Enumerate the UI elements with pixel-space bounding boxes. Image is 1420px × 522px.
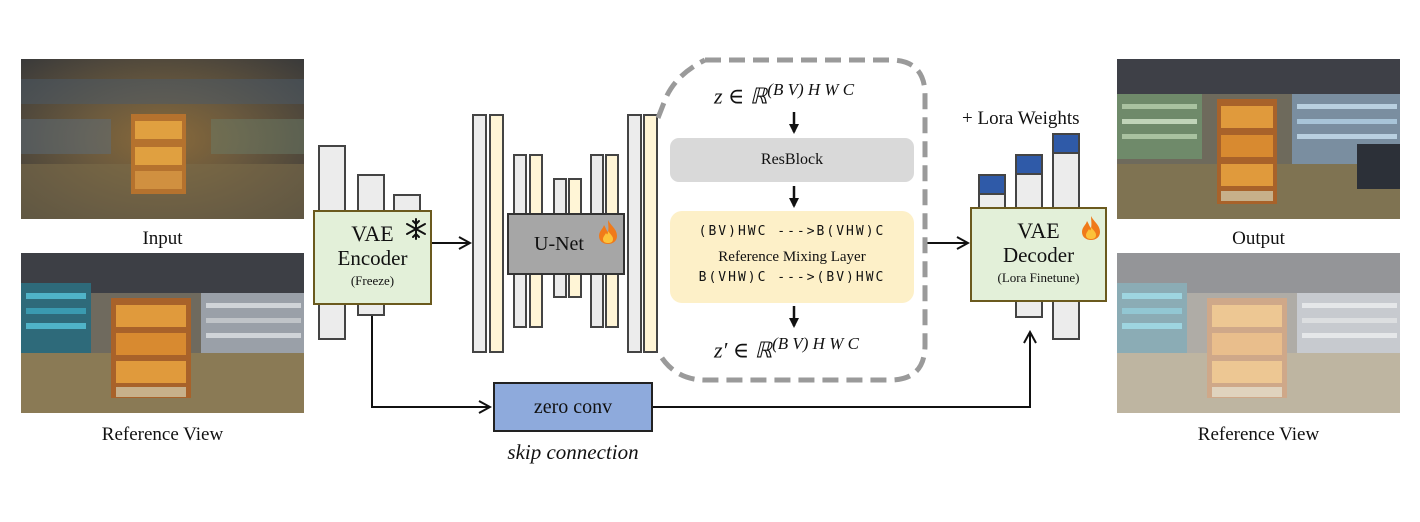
mixing-line-1: (BV)HWC --->B(VHW)C bbox=[698, 224, 886, 239]
output-latent-text: z′ ∈ ℝ bbox=[714, 337, 773, 363]
input-latent-text: z ∈ ℝ bbox=[714, 83, 768, 109]
input-image bbox=[21, 59, 304, 219]
output-latent-equation: z′ ∈ ℝ(B V) H W C bbox=[714, 334, 914, 363]
zero-conv-box: zero conv bbox=[493, 382, 653, 432]
skip-connection-caption: skip connection bbox=[507, 440, 639, 464]
vae-decoder-title: VAE bbox=[1017, 218, 1060, 243]
vae-encoder-title: VAE bbox=[351, 221, 394, 246]
mixing-line-2: B(VHW)C --->(BV)HWC bbox=[698, 270, 886, 285]
resblock-box: ResBlock bbox=[670, 138, 914, 182]
reference-view-left-image bbox=[21, 253, 304, 413]
vae-decoder-subtitle: Decoder bbox=[1002, 243, 1075, 267]
output-image bbox=[1117, 59, 1400, 219]
reference-mixing-layer-box: (BV)HWC --->B(VHW)C Reference Mixing Lay… bbox=[670, 211, 914, 303]
lora-weight-block-2 bbox=[1015, 154, 1043, 175]
output-caption: Output bbox=[1232, 228, 1285, 249]
zero-conv-label: zero conv bbox=[533, 396, 613, 418]
input-caption: Input bbox=[142, 228, 183, 249]
lora-weights-label: + Lora Weights bbox=[962, 108, 1080, 129]
vae-decoder-note: (Lora Finetune) bbox=[997, 270, 1080, 285]
vae-decoder-box: VAE Decoder (Lora Finetune) bbox=[970, 207, 1107, 302]
unet-label: U-Net bbox=[534, 233, 584, 255]
flame-icon bbox=[599, 220, 617, 244]
vae-encoder-subtitle: Encoder bbox=[337, 246, 408, 270]
unet-bar-2 bbox=[489, 114, 504, 353]
lora-weight-block-3 bbox=[1052, 133, 1080, 154]
input-latent-sup: (B V) H W C bbox=[767, 80, 855, 99]
reference-view-right-caption: Reference View bbox=[1197, 424, 1320, 445]
mixing-layer-title: Reference Mixing Layer bbox=[718, 249, 866, 265]
snowflake-icon bbox=[406, 218, 426, 240]
flame-icon bbox=[1082, 216, 1100, 240]
output-latent-sup: (B V) H W C bbox=[772, 334, 859, 353]
vae-encoder-box: VAE Encoder (Freeze) bbox=[313, 210, 432, 305]
unet-box: U-Net bbox=[507, 213, 625, 275]
vae-encoder-note: (Freeze) bbox=[350, 273, 395, 288]
unet-bar-1 bbox=[472, 114, 487, 353]
resblock-label: ResBlock bbox=[760, 151, 824, 168]
lora-weight-block-1 bbox=[978, 174, 1006, 195]
input-latent-equation: z ∈ ℝ(B V) H W C bbox=[714, 80, 914, 109]
unet-bar-9 bbox=[627, 114, 642, 353]
unet-bar-10 bbox=[643, 114, 658, 353]
reference-view-right-image bbox=[1117, 253, 1400, 413]
reference-view-left-caption: Reference View bbox=[101, 424, 224, 445]
